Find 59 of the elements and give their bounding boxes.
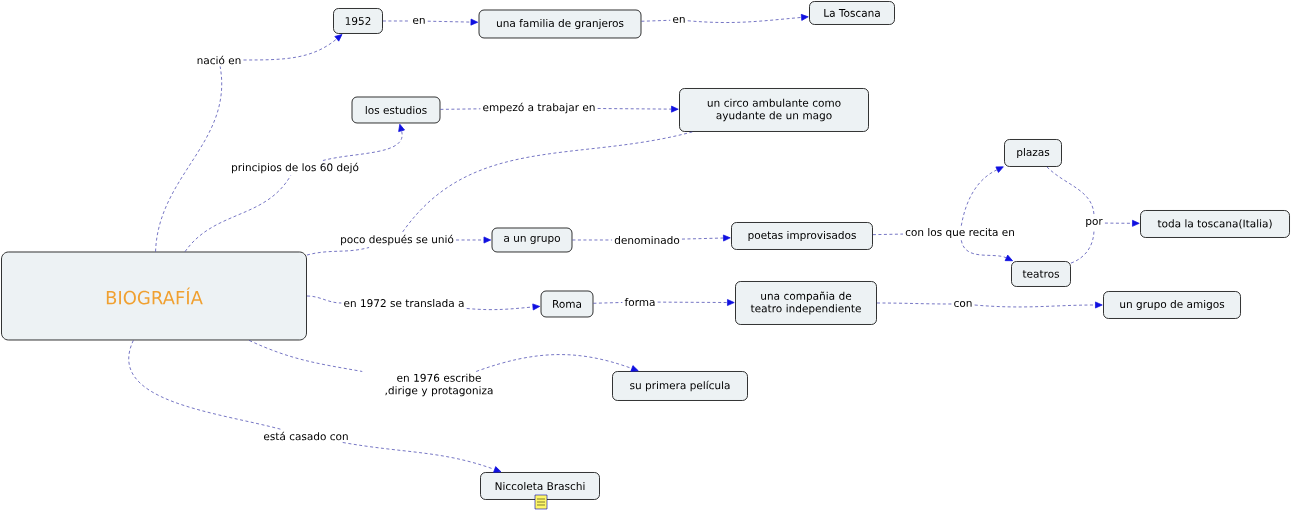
linking-phrase: en bbox=[673, 17, 685, 23]
arrow bbox=[960, 239, 1013, 262]
arrow bbox=[597, 105, 679, 113]
arrow bbox=[243, 34, 343, 61]
arrow bbox=[342, 442, 502, 473]
connector-line bbox=[248, 340, 363, 372]
arrow bbox=[681, 234, 731, 242]
linking-phrase: forma bbox=[624, 297, 655, 307]
connector-line bbox=[382, 20, 411, 22]
connector-line bbox=[128, 340, 283, 430]
concept-box: a un grupo bbox=[491, 227, 573, 253]
concept-box: Roma bbox=[540, 290, 594, 318]
linking-phrase: en 1976 escribe ,dirige y protagoniza bbox=[385, 373, 493, 397]
arrow bbox=[455, 236, 492, 244]
connector-line bbox=[572, 239, 613, 241]
arrow bbox=[974, 301, 1103, 309]
connector-line bbox=[184, 175, 292, 252]
linking-phrase: con los que recita en bbox=[905, 227, 1014, 239]
arrow bbox=[475, 354, 639, 372]
connector-line bbox=[593, 302, 623, 304]
arrow bbox=[1104, 219, 1140, 227]
connector-line bbox=[155, 66, 223, 252]
connector-line bbox=[306, 247, 370, 256]
concept-box: Niccoleta Braschi bbox=[480, 472, 600, 500]
concept-box: plazas bbox=[1004, 139, 1062, 167]
concept-box: un grupo de amigos bbox=[1103, 291, 1241, 319]
connector-line bbox=[306, 295, 342, 304]
linking-phrase: en bbox=[413, 18, 425, 24]
concept-box: 1952 bbox=[333, 8, 383, 34]
concept-box: La Toscana bbox=[809, 1, 895, 25]
arrow bbox=[427, 18, 479, 26]
linking-phrase: denominado bbox=[614, 235, 680, 245]
connector-line bbox=[876, 302, 952, 305]
linking-phrase: está casado con bbox=[264, 431, 348, 441]
arrow bbox=[657, 299, 735, 306]
arrow bbox=[687, 14, 809, 23]
connector-line bbox=[440, 108, 481, 110]
arrow bbox=[466, 303, 541, 311]
linking-phrase: con bbox=[954, 301, 972, 307]
connector-line bbox=[641, 19, 671, 22]
concept-box: los estudios bbox=[351, 96, 441, 124]
linking-phrase: poco después se unió bbox=[341, 234, 454, 246]
concept-box: su primera película bbox=[612, 371, 748, 401]
linking-phrase: nació en bbox=[197, 55, 241, 65]
arrow bbox=[322, 123, 405, 161]
linking-phrase: empezó a trabajar en bbox=[483, 102, 595, 114]
concept-box: toda la toscana(Italia) bbox=[1140, 210, 1290, 238]
connector-line bbox=[872, 233, 904, 235]
linking-phrase: principios de los 60 dejó bbox=[232, 162, 359, 174]
arrow bbox=[960, 166, 1004, 227]
concept-box: teatros bbox=[1011, 261, 1071, 287]
concept-box: poetas improvisados bbox=[731, 222, 873, 250]
linking-phrase: en 1972 se translada a bbox=[344, 298, 464, 308]
concept-box: una compañia de teatro independiente bbox=[735, 281, 877, 325]
title-box: BIOGRAFÍA bbox=[1, 251, 307, 341]
linking-phrase: por bbox=[1086, 218, 1103, 227]
concept-box: un circo ambulante como ayudante de un mago bbox=[679, 88, 869, 132]
concept-box: una familia de granjeros bbox=[478, 9, 642, 39]
connector-line bbox=[401, 131, 693, 233]
